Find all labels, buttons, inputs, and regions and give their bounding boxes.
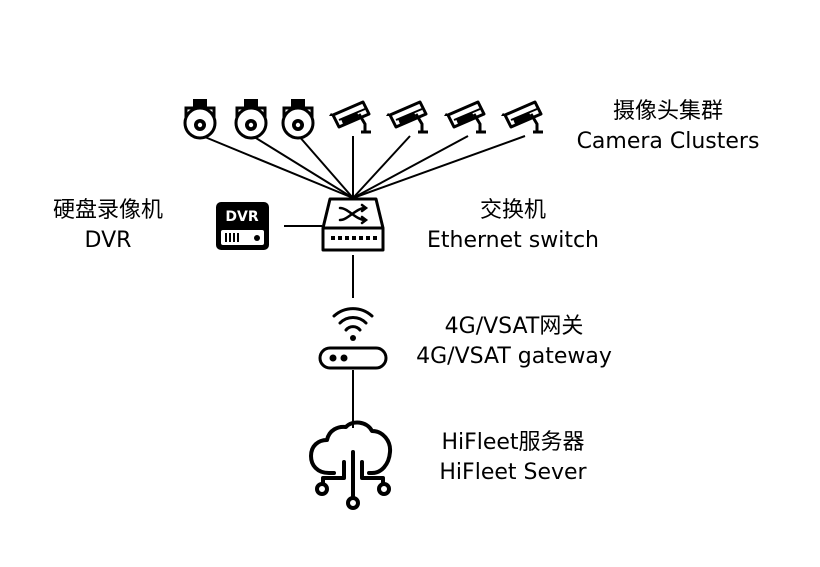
dvr-label-en: DVR (84, 228, 132, 253)
server-label-en: HiFleet Sever (439, 460, 587, 485)
bullet-camera-icon (386, 100, 428, 134)
gateway-label-en: 4G/VSAT gateway (416, 344, 612, 369)
edge-camera-6 (352, 135, 469, 199)
edge-camera-1 (199, 134, 354, 199)
switch-label: 交换机 Ethernet switch (427, 196, 599, 256)
bullet-camera-icon (444, 100, 486, 134)
switch-label-zh: 交换机 (479, 198, 546, 223)
edge-camera-2 (250, 134, 354, 199)
dvr-badge: DVR (225, 209, 258, 225)
dome-camera-icon (183, 99, 217, 140)
gateway-label: 4G/VSAT网关 4G/VSAT gateway (416, 312, 612, 372)
dvr-icon: DVR (216, 202, 269, 250)
gateway-label-zh: 4G/VSAT网关 (444, 314, 584, 339)
dvr-label: 硬盘录像机 DVR (53, 196, 163, 256)
dome-camera-icon (281, 99, 315, 140)
bullet-camera-icon (501, 100, 543, 134)
switch-label-en: Ethernet switch (427, 228, 599, 253)
edge-camera-7 (352, 135, 526, 199)
camera-clusters-label: 摄像头集群 Camera Clusters (577, 97, 760, 157)
server-label-zh: HiFleet服务器 (441, 430, 585, 455)
server-label: HiFleet服务器 HiFleet Sever (439, 428, 586, 488)
camera-clusters-label-zh: 摄像头集群 (612, 99, 723, 124)
edge-camera-5 (352, 135, 411, 199)
edge-camera-3 (297, 134, 354, 199)
camera-clusters-label-en: Camera Clusters (576, 129, 760, 154)
connections (199, 134, 526, 428)
bullet-camera-icon (329, 100, 371, 134)
wifi-icon (332, 307, 374, 341)
dvr-label-zh: 硬盘录像机 (52, 198, 164, 223)
cloud-network-icon (309, 420, 393, 510)
dome-camera-icon (234, 99, 268, 140)
router-icon (318, 346, 388, 370)
network-switch-icon (321, 197, 385, 252)
